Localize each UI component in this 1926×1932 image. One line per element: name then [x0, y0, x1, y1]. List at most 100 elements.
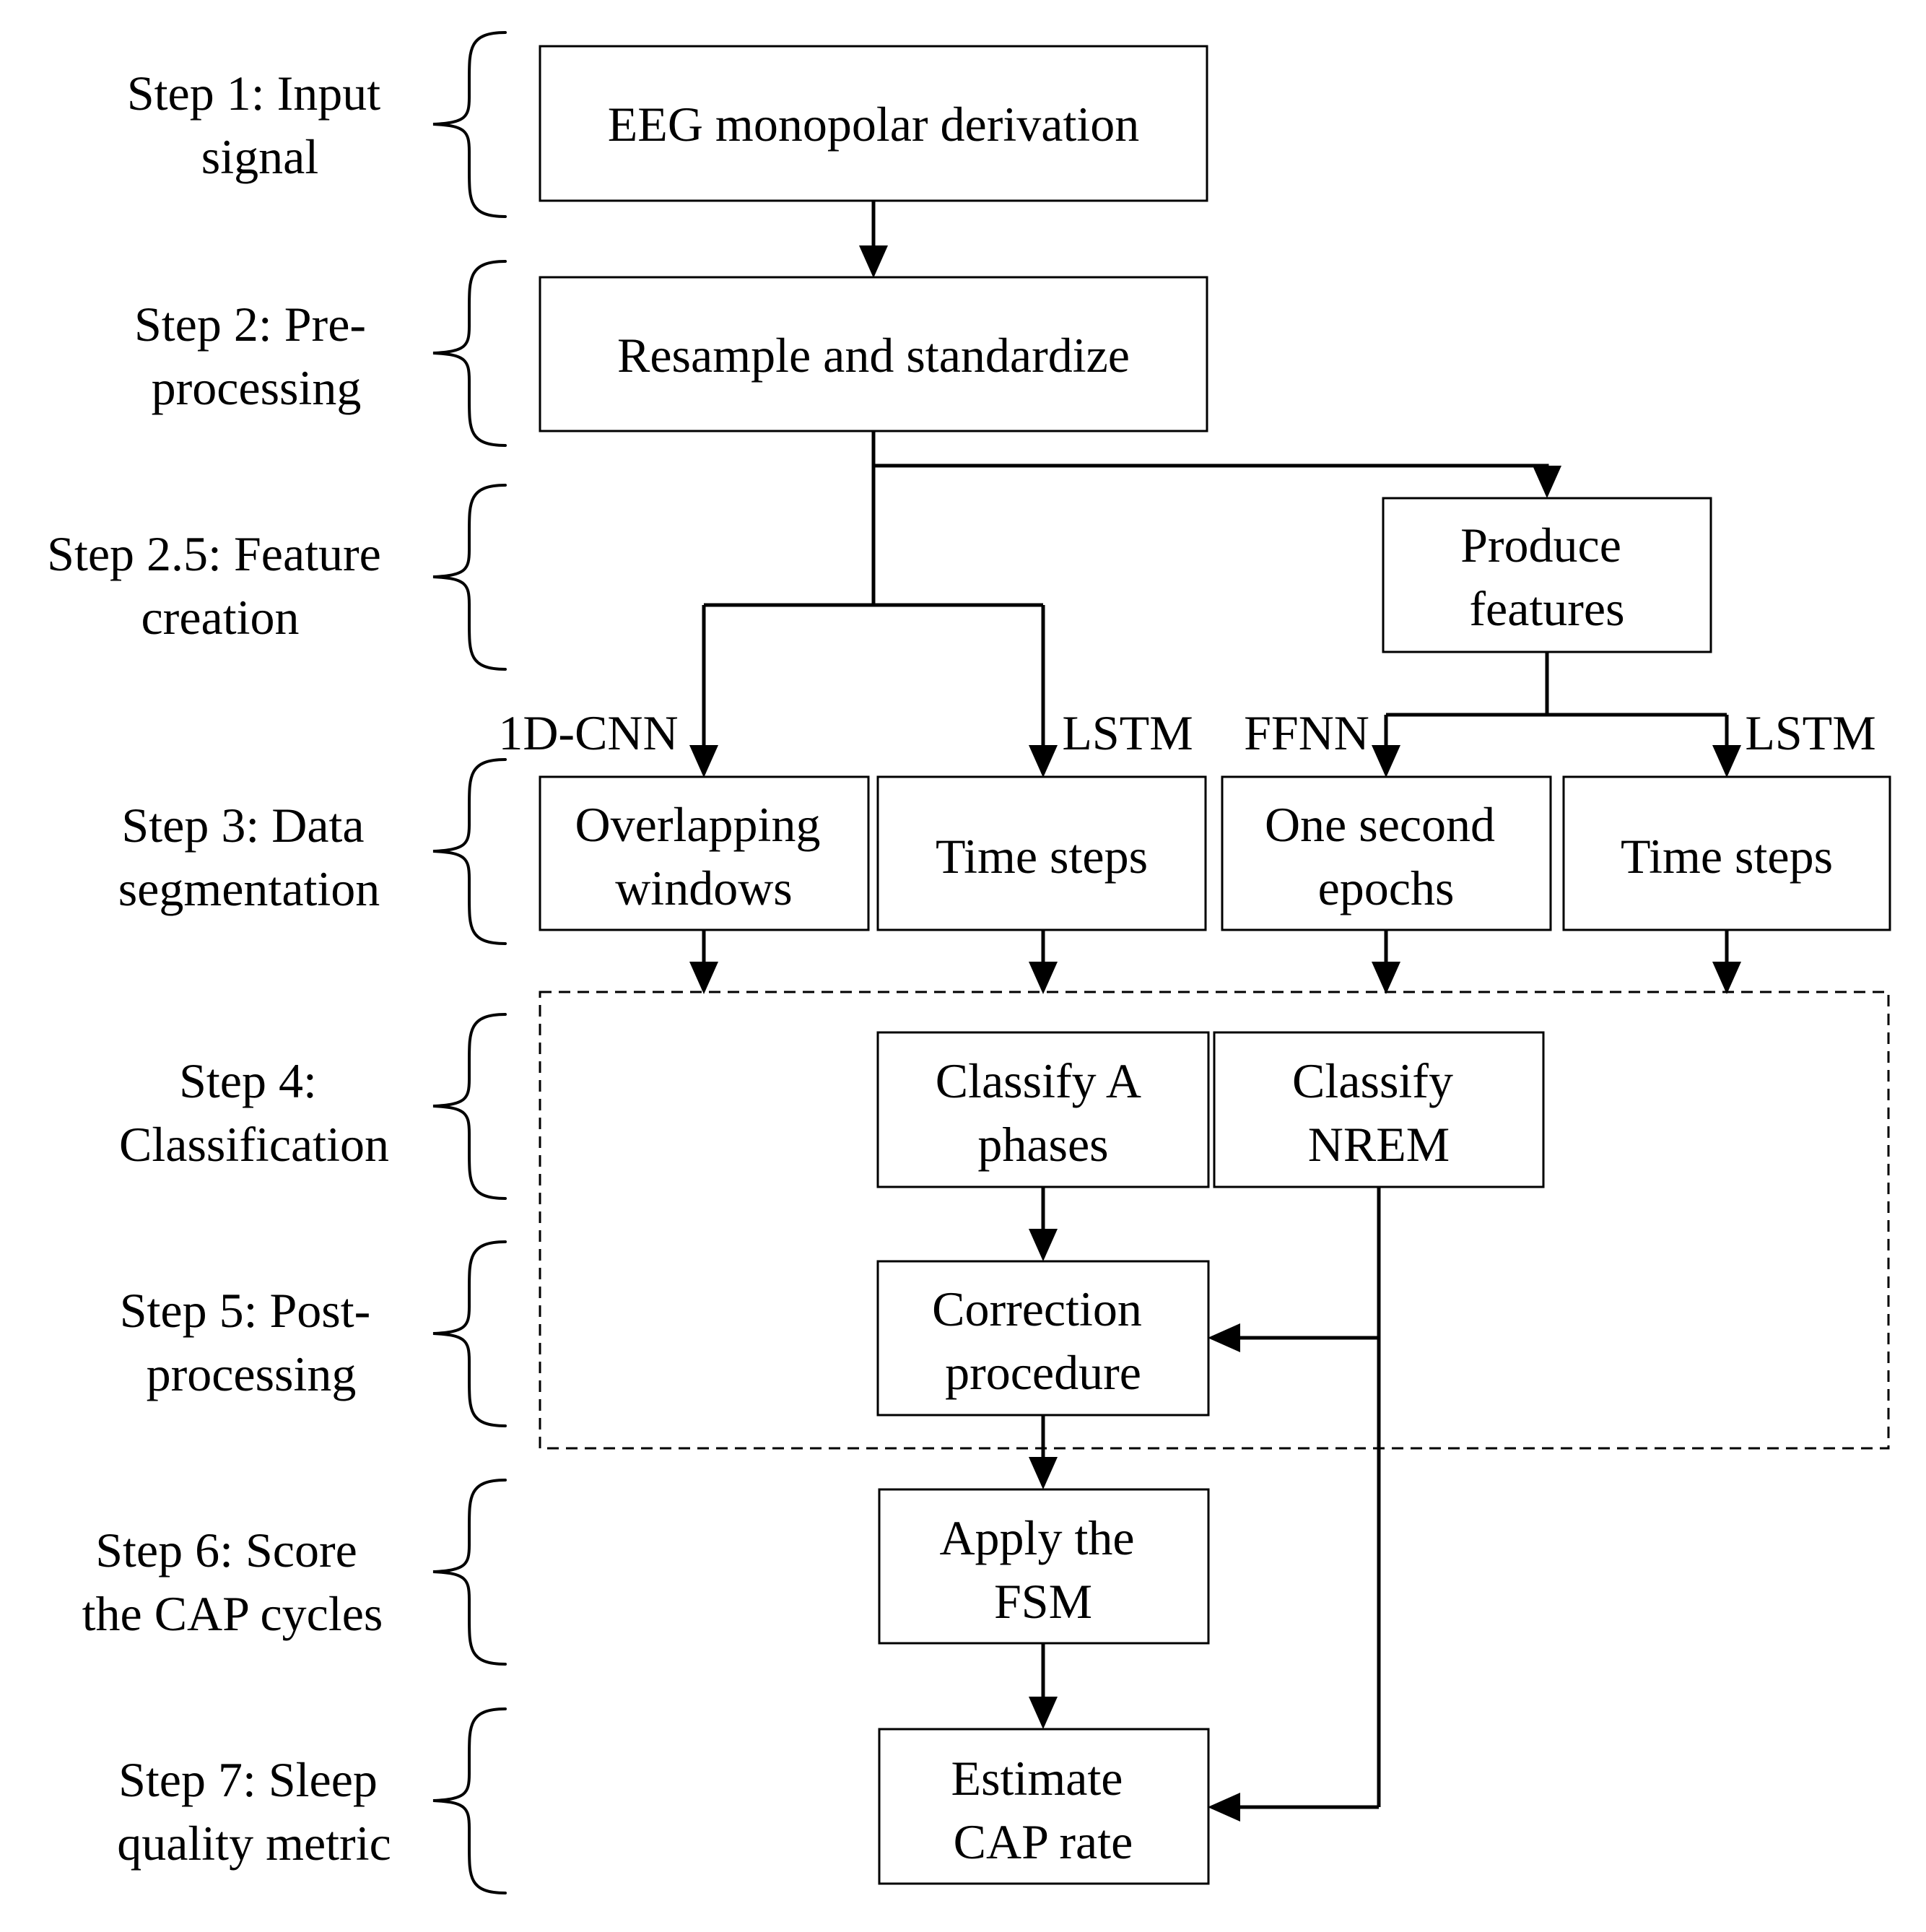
box-correction-procedure-line2: procedure	[945, 1345, 1141, 1400]
box-correction-procedure-label: Correction procedure	[932, 1282, 1154, 1400]
box-apply-fsm: Apply the FSM	[878, 1488, 1210, 1645]
box-eeg-line1: EEG monopolar derivation	[608, 97, 1139, 152]
box-classify-a-phases: Classify A phases	[876, 1031, 1210, 1188]
step-labels: Step 1: Input signal Step 2: Pre- proces…	[47, 66, 393, 1871]
branch-label-1d-cnn: 1D-CNN	[498, 705, 678, 760]
step-2-5-line1: Step 2.5: Feature	[47, 526, 381, 581]
box-classify-a-phases-frame	[876, 1031, 1210, 1188]
step-2-5-label: Step 2.5: Feature creation	[47, 526, 393, 645]
box-eeg: EEG monopolar derivation	[539, 45, 1208, 202]
box-produce-features-label: Produce features	[1460, 518, 1634, 636]
box-classify-a-phases-line2: phases	[977, 1117, 1108, 1172]
step-1-line1: Step 1: Input	[127, 66, 380, 121]
step-3-line1: Step 3: Data	[121, 798, 364, 853]
box-estimate-cap-rate-label: Estimate CAP rate	[951, 1751, 1136, 1869]
step-6-label: Step 6: Score the CAP cycles	[82, 1523, 383, 1641]
box-estimate-cap-rate: Estimate CAP rate	[878, 1728, 1210, 1885]
box-estimate-cap-rate-line1: Estimate	[951, 1751, 1123, 1806]
box-classify-nrem-label: Classify NREM	[1292, 1053, 1465, 1172]
box-apply-fsm-line2: FSM	[994, 1574, 1092, 1629]
step-4-label: Step 4: Classification	[119, 1053, 389, 1172]
box-overlapping-windows-line1: Overlapping	[575, 797, 821, 852]
brace-step-1	[432, 31, 507, 218]
box-apply-fsm-label: Apply the FSM	[939, 1510, 1146, 1629]
box-produce-features: Produce features	[1382, 497, 1712, 653]
brace-step-4	[432, 1013, 507, 1200]
box-time-steps-b-label: Time steps	[1621, 829, 1833, 884]
step-1-label: Step 1: Input signal	[127, 66, 393, 184]
connectors	[689, 201, 1741, 1822]
step-5-line2: processing	[147, 1346, 357, 1401]
box-time-steps-b-frame	[1562, 775, 1891, 931]
branch-label-lstm-b: LSTM	[1745, 705, 1875, 760]
box-produce-features-line2: features	[1469, 581, 1624, 636]
box-classify-nrem: Classify NREM	[1213, 1031, 1545, 1188]
step-5-line1: Step 5: Post-	[120, 1283, 371, 1338]
box-correction-procedure-frame	[876, 1260, 1210, 1417]
box-eeg-frame	[539, 45, 1208, 202]
step-4-line1: Step 4:	[179, 1053, 317, 1108]
step-2-line1: Step 2: Pre-	[134, 297, 366, 352]
box-apply-fsm-line1: Apply the	[939, 1510, 1134, 1565]
brace-step-2-5	[432, 484, 507, 671]
box-overlapping-windows-line2: windows	[615, 861, 793, 915]
box-time-steps-a-frame	[876, 775, 1207, 931]
step-6-line1: Step 6: Score	[95, 1523, 357, 1578]
step-7-line1: Step 7: Sleep	[118, 1752, 378, 1807]
brace-step-3	[432, 758, 507, 945]
step-1-line2: signal	[201, 129, 318, 184]
step-4-line2: Classification	[119, 1117, 389, 1172]
box-one-second-epochs: One second epochs	[1221, 775, 1552, 931]
brace-step-5	[432, 1240, 507, 1427]
box-classify-nrem-line1: Classify	[1292, 1053, 1453, 1108]
box-time-steps-a: Time steps	[876, 775, 1207, 931]
box-resample: Resample and standardize	[539, 276, 1208, 432]
step-2-line2: processing	[152, 360, 362, 415]
brace-step-7	[432, 1707, 507, 1894]
branch-labels: 1D-CNN LSTM FFNN LSTM	[498, 705, 1875, 760]
box-resample-line1: Resample and standardize	[617, 328, 1130, 383]
branch-label-lstm-a: LSTM	[1062, 705, 1193, 760]
box-classify-a-phases-label: Classify A phases	[936, 1053, 1151, 1172]
box-one-second-epochs-label: One second epochs	[1265, 797, 1507, 915]
step-3-label: Step 3: Data segmentation	[118, 798, 380, 916]
step-2-5-line2: creation	[141, 590, 300, 645]
box-time-steps-a-label: Time steps	[936, 829, 1148, 884]
box-time-steps-b: Time steps	[1562, 775, 1891, 931]
box-time-steps-a-line1: Time steps	[936, 829, 1148, 884]
step-5-label: Step 5: Post- processing	[120, 1283, 383, 1401]
step-7-line2: quality metric	[117, 1816, 391, 1871]
brace-step-2	[432, 260, 507, 447]
step-7-label: Step 7: Sleep quality metric	[117, 1752, 391, 1871]
branch-label-ffnn: FFNN	[1244, 705, 1369, 760]
box-produce-features-frame	[1382, 497, 1712, 653]
box-estimate-cap-rate-line2: CAP rate	[954, 1814, 1133, 1869]
step-6-line2: the CAP cycles	[82, 1586, 383, 1641]
step-braces	[432, 31, 507, 1894]
brace-step-6	[432, 1479, 507, 1666]
box-resample-frame	[539, 276, 1208, 432]
classification-region	[539, 991, 1890, 1450]
box-classify-nrem-line2: NREM	[1308, 1117, 1450, 1172]
box-overlapping-windows-label: Overlapping windows	[575, 797, 833, 915]
box-correction-procedure: Correction procedure	[876, 1260, 1210, 1417]
step-3-line2: segmentation	[118, 861, 380, 916]
box-overlapping-windows-frame	[539, 775, 870, 931]
box-time-steps-b-line1: Time steps	[1621, 829, 1833, 884]
arrow-resample-to-features	[873, 464, 1561, 498]
box-classify-nrem-frame	[1213, 1031, 1545, 1188]
box-produce-features-line1: Produce	[1460, 518, 1621, 573]
box-one-second-epochs-frame	[1221, 775, 1552, 931]
box-overlapping-windows: Overlapping windows	[539, 775, 870, 931]
box-one-second-epochs-line2: epochs	[1318, 861, 1455, 915]
box-estimate-cap-rate-frame	[878, 1728, 1210, 1885]
box-eeg-label: EEG monopolar derivation	[608, 97, 1139, 152]
step-2-label: Step 2: Pre- processing	[134, 297, 378, 415]
box-classify-a-phases-line1: Classify A	[936, 1053, 1141, 1108]
box-resample-label: Resample and standardize	[617, 328, 1130, 383]
box-one-second-epochs-line1: One second	[1265, 797, 1495, 852]
box-correction-procedure-line1: Correction	[932, 1282, 1142, 1336]
box-apply-fsm-frame	[878, 1488, 1210, 1645]
